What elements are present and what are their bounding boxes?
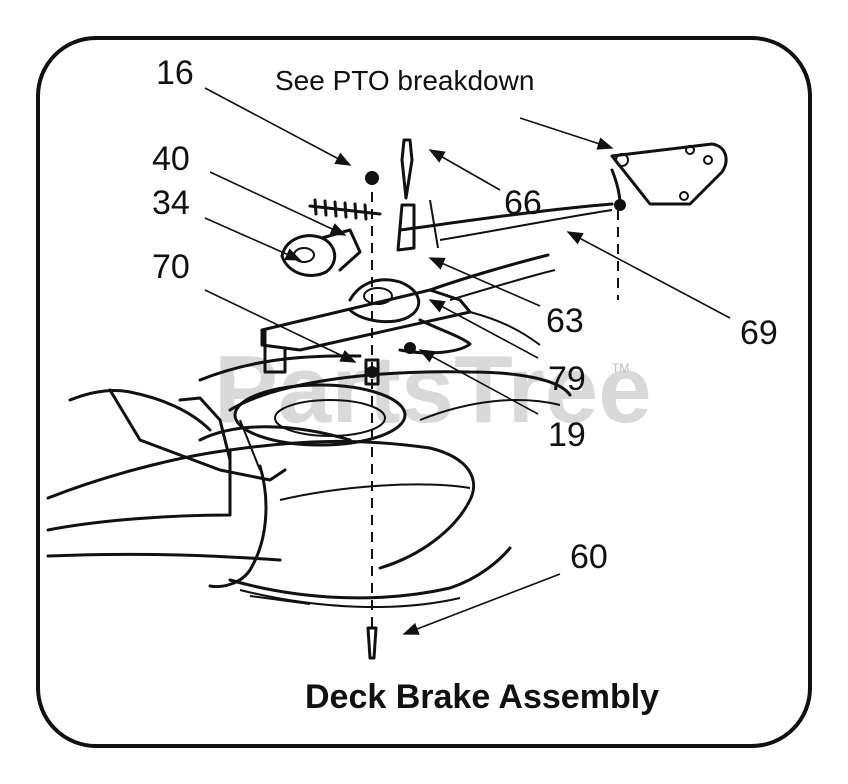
watermark-trademark: TM [612, 361, 629, 375]
diagram-frame [36, 36, 812, 748]
pto-note: See PTO breakdown [275, 65, 534, 96]
callout-40: 40 [152, 140, 190, 178]
mower-deck-drawing [46, 138, 728, 660]
callout-16: 16 [156, 54, 194, 92]
callout-69: 69 [740, 314, 778, 352]
diagram-title: Deck Brake Assembly [305, 678, 659, 716]
callout-79: 79 [548, 360, 586, 398]
callout-66: 66 [504, 184, 542, 222]
callout-63: 63 [546, 302, 584, 340]
callout-70: 70 [152, 248, 190, 286]
callout-34: 34 [152, 184, 190, 222]
callout-19: 19 [548, 416, 586, 454]
callout-60: 60 [570, 538, 608, 576]
leader-lines [204, 87, 731, 635]
